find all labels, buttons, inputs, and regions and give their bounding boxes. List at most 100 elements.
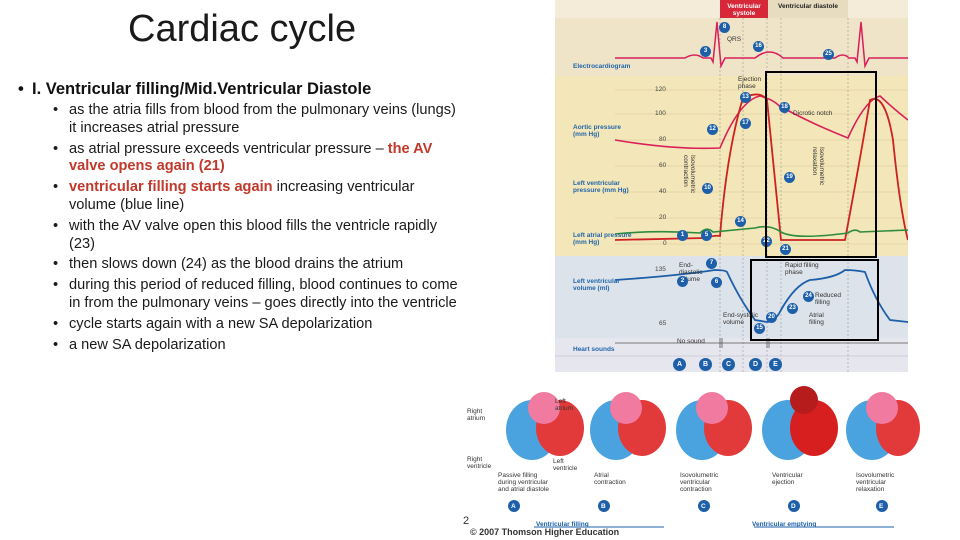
heart-letter-d: D bbox=[791, 503, 796, 510]
bullet-item: • then slows down (24) as the blood drain… bbox=[50, 256, 460, 274]
heart-letter-b: B bbox=[601, 503, 606, 510]
phase-ventricular-ejection: Ventricular ejection bbox=[772, 472, 803, 486]
tick-120: 120 bbox=[655, 86, 666, 93]
heart-sounds-label: Heart sounds bbox=[573, 346, 615, 353]
phase-letter-a: A bbox=[673, 358, 686, 371]
bullet-marker: • bbox=[53, 179, 59, 196]
marker-2: 2 bbox=[677, 276, 688, 287]
bullet-text: a new SA depolarization bbox=[69, 336, 226, 353]
phase-isovolumetric-relaxation: Isovolumetric ventricular relaxation bbox=[856, 472, 895, 493]
marker-12: 12 bbox=[707, 124, 718, 135]
marker-3: 3 bbox=[700, 46, 711, 57]
bullet-text: increasing ventricular volume (blue line… bbox=[69, 179, 415, 213]
marker-19: 19 bbox=[784, 172, 795, 183]
marker-13: 13 bbox=[740, 92, 751, 103]
phase-isovolumetric-contraction: Isovolumetric ventricular contraction bbox=[680, 472, 719, 493]
phase-letter-d: D bbox=[749, 358, 762, 371]
bullet-marker: • bbox=[53, 102, 59, 118]
heart-isovolumetric-contraction bbox=[676, 392, 752, 460]
la-label: Left atrial pressure (mm Hg) bbox=[573, 232, 632, 246]
heart-atrial-contraction bbox=[590, 392, 666, 460]
tick-100: 100 bbox=[655, 110, 666, 117]
left-ventricle-label: Left ventricle bbox=[553, 458, 578, 472]
tick-80: 80 bbox=[659, 136, 667, 143]
ejection-phase-label: Ejection phase bbox=[738, 76, 762, 90]
bullet-item: • a new SA depolarization bbox=[50, 337, 460, 355]
marker-6: 6 bbox=[711, 277, 722, 288]
right-ventricle-label: Right ventricle bbox=[467, 456, 492, 470]
marker-14: 14 bbox=[735, 216, 746, 227]
highlight-box-volume bbox=[750, 259, 879, 341]
heart-diagrams bbox=[506, 386, 920, 528]
marker-20: 20 bbox=[766, 312, 777, 323]
marker-8: 8 bbox=[719, 22, 730, 33]
rapid-filling-label: Rapid filling phase bbox=[785, 262, 819, 276]
isovol-contraction-label: Isovolumetric contraction bbox=[682, 155, 696, 194]
marker-10: 10 bbox=[702, 183, 713, 194]
lv-label: Left ventricular pressure (mm Hg) bbox=[573, 180, 629, 194]
diastole-header: Ventricular diastole bbox=[778, 3, 838, 10]
marker-5: 5 bbox=[701, 230, 712, 241]
bullet-marker: • bbox=[53, 256, 59, 273]
end-systolic-label: End-systolic volume bbox=[723, 312, 759, 326]
bullet-marker: • bbox=[53, 217, 59, 234]
bullet-text: as the atria fills from blood from the p… bbox=[69, 102, 456, 136]
phase-passive-filling: Passive filling during ventricular and a… bbox=[498, 472, 549, 493]
bullet-text: then slows down (24) as the blood drains… bbox=[69, 256, 404, 273]
marker-25: 25 bbox=[823, 49, 834, 60]
bullet-text: during this period of reduced filling, b… bbox=[69, 277, 458, 311]
heart-isovolumetric-relaxation bbox=[846, 392, 920, 460]
bullet-item: • with the AV valve open this blood fills… bbox=[50, 218, 460, 254]
phase-letter-e: E bbox=[769, 358, 782, 371]
slide-title: Cardiac cycle bbox=[128, 8, 357, 50]
bullet-marker: • bbox=[53, 315, 59, 332]
aortic-label: Aortic pressure (mm Hg) bbox=[573, 124, 622, 138]
tick-65: 65 bbox=[659, 320, 667, 327]
reduced-filling-label: Reduced filling bbox=[815, 292, 842, 306]
bullet-marker: • bbox=[53, 140, 59, 157]
heart-passive-filling bbox=[506, 392, 584, 460]
bullet-marker: • bbox=[53, 336, 59, 353]
marker-7: 7 bbox=[706, 258, 717, 269]
atrial-filling-label: Atrial filling bbox=[809, 312, 824, 326]
bullet-text: with the AV valve open this blood fills … bbox=[69, 217, 438, 252]
bullet-text: ventricular filling starts again bbox=[69, 179, 273, 196]
bullet-item: •cycle starts again with a new SA depola… bbox=[50, 316, 460, 334]
heading-text: I. Ventricular filling/Mid.Ventricular D… bbox=[32, 80, 372, 98]
cardiac-cycle-figure: Ventricular systole Ventricular diastole… bbox=[555, 0, 908, 372]
bullet-list: • as the atria fills from blood from the … bbox=[50, 102, 460, 357]
marker-24: 24 bbox=[803, 291, 814, 302]
dicrotic-notch-label: Dicrotic notch bbox=[793, 110, 833, 117]
marker-17: 17 bbox=[740, 118, 751, 129]
heading-bullet: • bbox=[18, 80, 24, 98]
ecg-letters: QRS bbox=[727, 36, 742, 43]
marker-16: 16 bbox=[753, 41, 764, 52]
marker-1: 1 bbox=[677, 230, 688, 241]
phase-atrial-contraction: Atrial contraction bbox=[594, 472, 626, 486]
cardiac-cycle-plot bbox=[555, 0, 908, 372]
ventricular-emptying-label: Ventricular emptying bbox=[752, 521, 817, 528]
end-diastolic-label: End-diastolic volume bbox=[679, 262, 703, 283]
phase-letter-c: C bbox=[722, 358, 735, 371]
bullet-item: • as the atria fills from blood from the … bbox=[50, 102, 460, 138]
bullet-text: as atrial pressure exceeds ventricular p… bbox=[69, 140, 388, 157]
heart-letter-e: E bbox=[879, 503, 884, 510]
tick-60: 60 bbox=[659, 162, 667, 169]
bullet-text: the AV valve opens again (21) bbox=[69, 140, 433, 175]
tick-20: 20 bbox=[659, 214, 667, 221]
ecg-label: Electrocardiogram bbox=[573, 63, 631, 70]
marker-15: 15 bbox=[754, 323, 765, 334]
page-number: 2 bbox=[463, 515, 470, 527]
bullet-item: • ventricular filling starts again increa… bbox=[50, 179, 460, 215]
tick-40: 40 bbox=[659, 188, 667, 195]
heart-letter-a: A bbox=[511, 503, 516, 510]
ventricular-filling-label: Ventricular filling bbox=[536, 521, 589, 528]
phase-letter-b: B bbox=[699, 358, 712, 371]
bullet-item: • during this period of reduced filling, … bbox=[50, 277, 460, 313]
bullet-marker: • bbox=[53, 277, 59, 294]
section-heading: • I. Ventricular filling/Mid.Ventricular … bbox=[18, 80, 371, 99]
bullet-item: • as atrial pressure exceeds ventricular … bbox=[50, 141, 460, 177]
heart-ventricular-ejection bbox=[762, 386, 838, 460]
volume-label: Left ventricular volume (ml) bbox=[573, 278, 620, 292]
marker-23: 23 bbox=[787, 303, 798, 314]
